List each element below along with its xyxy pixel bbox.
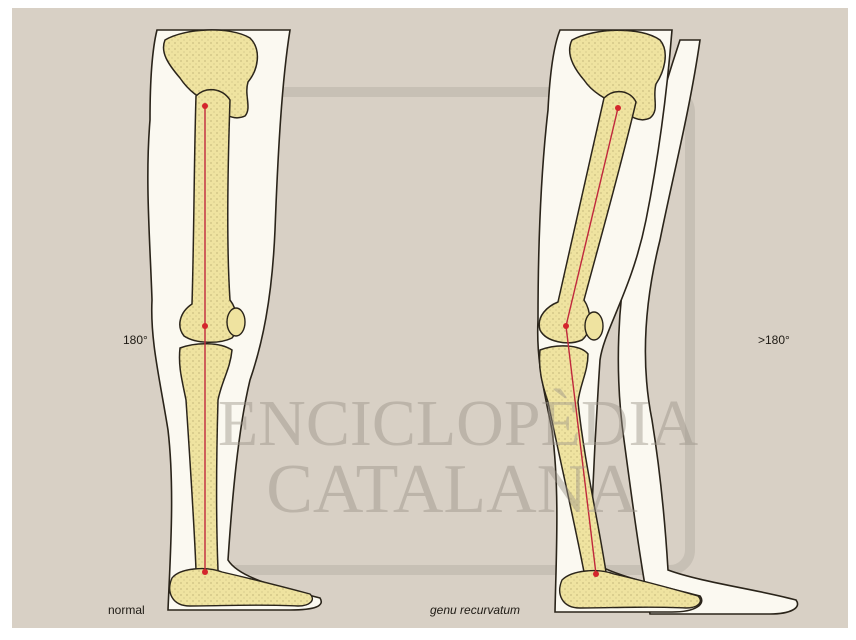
watermark-line-2: CATALANA — [266, 451, 638, 528]
normal-ankle-point — [202, 569, 208, 575]
recurvatum-ankle-point — [593, 571, 599, 577]
normal-hip-point — [202, 103, 208, 109]
normal-angle-label: 180° — [123, 333, 148, 347]
recurvatum-caption: genu recurvatum — [430, 603, 520, 617]
watermark-line-1: ENCICLOPÈDIA — [218, 387, 699, 460]
normal-caption: normal — [108, 603, 145, 617]
normal-patella-bone — [227, 308, 245, 336]
normal-knee-point — [202, 323, 208, 329]
recurvatum-knee-point — [563, 323, 569, 329]
recurvatum-patella-bone — [585, 312, 603, 340]
background-panel — [12, 8, 848, 628]
recurvatum-angle-label: >180° — [758, 333, 790, 347]
recurvatum-hip-point — [615, 105, 621, 111]
